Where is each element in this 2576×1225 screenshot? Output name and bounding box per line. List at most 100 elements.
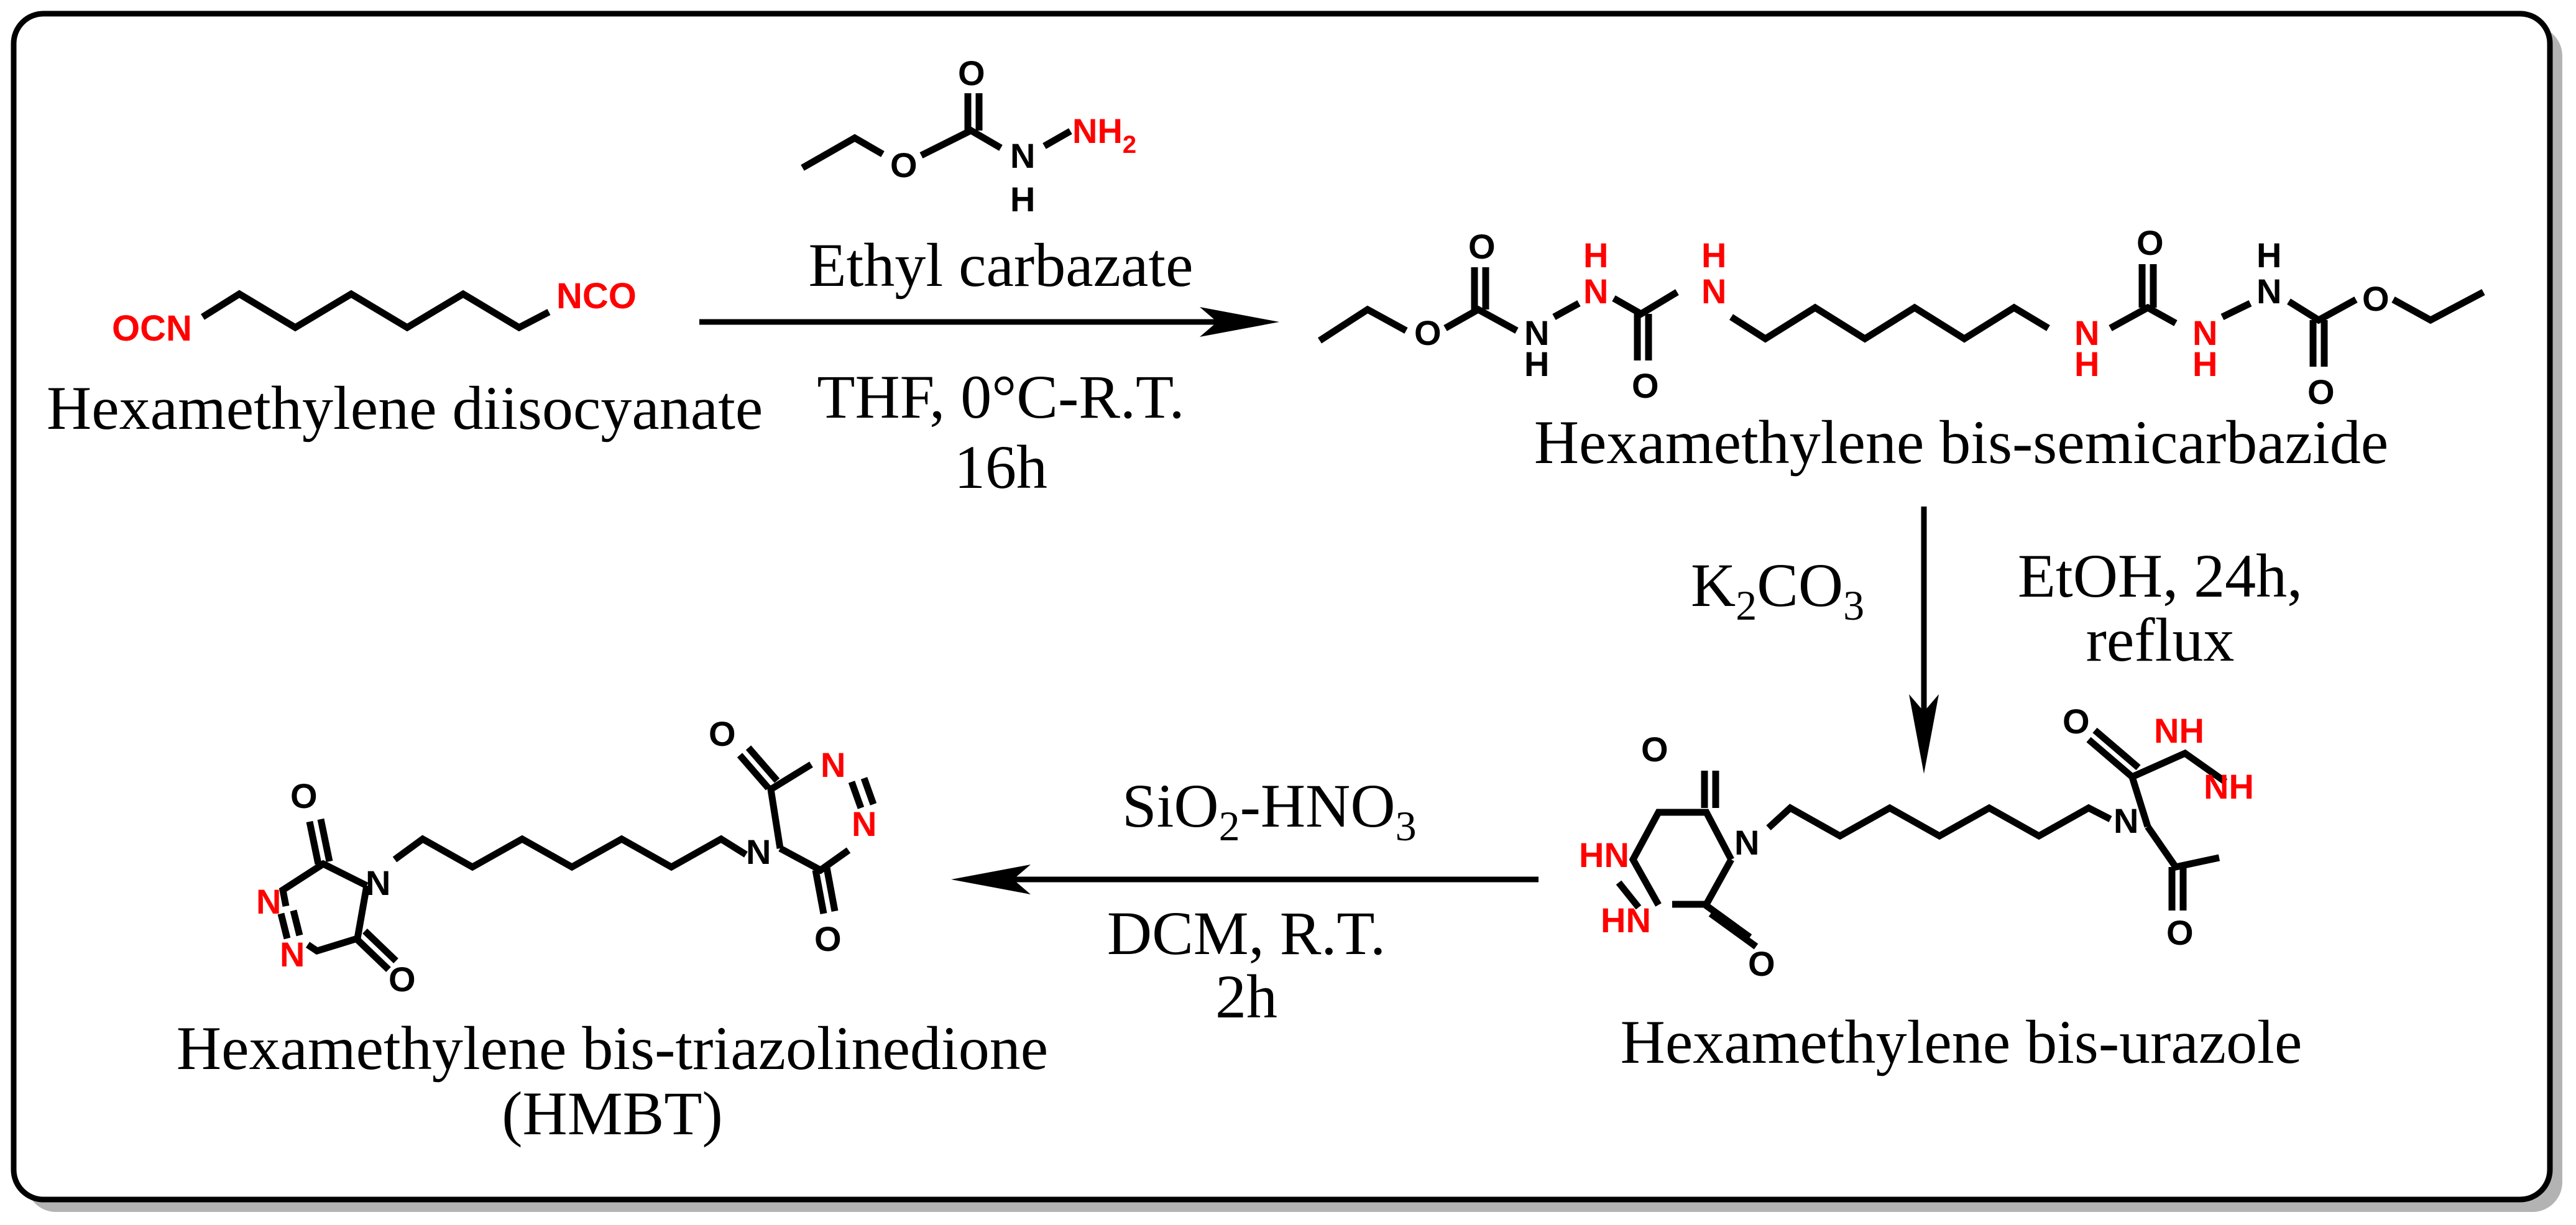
semicarbazide-n-3: N [1701,272,1726,311]
carbazate-n-n-bond [1042,128,1072,149]
semicarbazide-left-ethyl [1318,305,1408,344]
step3-reagent: SiO2-HNO3 [1122,771,1417,850]
hmbt-n-5: N [852,804,876,843]
semicarbazide-o-3: O [1632,366,1659,405]
diisocyanate-hexamethylene-chain [201,290,551,332]
urazole-o-3: O [2063,702,2090,741]
urazole-o-2: O [1748,944,1775,983]
structure-diisocyanate: OCN NCO Hexamethylene diisocyanate [47,276,763,443]
hmbt-abbreviation: (HMBT) [502,1079,723,1148]
hmbt-left-carbonyl-bottom-a [355,937,391,972]
hmbt-left-nn-double-b [290,909,303,937]
hmbt-n-6: N [746,832,771,871]
semicarbazide-n-6: N [2256,272,2281,311]
step1-arrow [699,307,1279,337]
urazole-right-ring [2128,749,2228,828]
semicarbazide-o-5: O [2307,372,2335,411]
semicarbazide-right-n-n [2220,300,2252,320]
semicarbazide-right-ethyl [2391,289,2485,324]
step2-reagent: K2CO3 [1691,551,1864,629]
hmbt-right-nn-double-b [860,777,877,805]
hmbt-o-3: O [709,714,736,753]
hmbt-right-ring-bottom [778,845,851,874]
reagent-name: Ethyl carbazate [808,231,1193,300]
urazole-left-ring-n-n [1616,880,1642,910]
hmbt-n-4: N [821,745,845,784]
structure-ethyl-carbazate: O O N H NH2 Ethyl carbazate [801,53,1194,300]
semicarbazide-h-1: H [1524,344,1549,383]
hmbt-left-ring-bottom [305,885,370,955]
semicarbazide-n-4: N [2074,313,2099,352]
semicarbazide-left-ester [1443,305,1519,334]
urazole-hn-1: HN [1579,835,1629,874]
step2-conditions-line1: EtOH, 24h, [2018,541,2302,610]
urazole-nh-1: NH [2154,711,2204,750]
structure-bis-semicarbazide: O O N H H N O H N N H O N H H N O O Hexa… [1318,223,2485,477]
urazole-right-carbonyl-top-b [2092,727,2141,771]
semicarbazide-h-6: H [2256,236,2281,275]
semicarbazide-n-2: N [1583,272,1608,311]
urazole-name: Hexamethylene bis-urazole [1621,1007,2302,1076]
step1-conditions-line1: THF, 0°C-R.T. [817,362,1184,431]
hmbt-right-ring [766,761,813,849]
diisocyanate-ocn-label: OCN [112,308,192,349]
semicarbazide-h-4: H [2074,344,2099,383]
semicarbazide-o-6: O [2362,279,2390,318]
hmbt-o-1: O [290,776,318,815]
semicarbazide-h-5: H [2192,344,2217,383]
carbazate-n-hydrogen: H [1010,180,1035,219]
hmbt-hexamethylene-chain [392,835,748,871]
hmbt-right-nn-double-a [848,781,865,809]
hmbt-right-carbonyl-bottom-b [823,866,839,912]
urazole-hexamethylene-chain [1766,804,2112,840]
semicarbazide-right-ester [2287,296,2358,324]
hmbt-left-ring [278,860,369,907]
step3-arrow [951,865,1539,894]
semicarbazide-n-5: N [2192,313,2217,352]
urazole-nh-2: NH [2204,767,2254,806]
structure-bis-urazole: O HN HN N O O NH NH N O Hexamethylene bi… [1579,702,2302,1076]
urazole-n-2: N [2114,801,2138,840]
hmbt-o-4: O [814,919,842,958]
urazole-n-1: N [1734,823,1759,862]
hmbt-right-carbonyl-bottom-a [812,869,827,915]
semicarbazide-o-4: O [2137,223,2164,262]
urazole-hn-2: HN [1601,901,1651,940]
urazole-right-carbonyl-top-a [2086,736,2135,780]
semicarbazide-left-urea [1612,289,1679,318]
hmbt-n-2: N [280,935,305,974]
semicarbazide-hexamethylene-chain [1729,303,2050,343]
hmbt-name: Hexamethylene bis-triazolinedione [177,1014,1048,1083]
carbazate-o-carbonyl: O [958,53,985,93]
carbazate-ethyl-bonds [801,134,885,171]
semicarbazide-n-1: N [1524,313,1549,352]
step1-conditions-line2: 16h [954,433,1047,502]
semicarbazide-right-urea [2109,303,2178,331]
hmbt-right-carbonyl-top-b [745,745,780,783]
semicarbazide-h-3: H [1701,236,1726,275]
urazole-o-4: O [2166,913,2194,952]
step3-conditions-line1: DCM, R.T. [1107,899,1386,968]
urazole-left-carbonyl-bottom-b [1708,911,1759,950]
hmbt-left-carbonyl-top-a [306,820,322,865]
hmbt-left-carbonyl-bottom-b [362,929,398,963]
step2-arrow [1909,507,1939,774]
semicarbazide-o-2: O [1414,313,1442,352]
diisocyanate-nco-label: NCO [556,276,637,316]
urazole-left-ring [1629,809,1734,907]
carbazate-n: N [1010,136,1035,175]
hmbt-left-carbonyl-top-b [317,818,333,863]
hmbt-n-3: N [366,863,390,902]
urazole-right-ring-bottom [2145,824,2220,871]
step3-conditions-line2: 2h [1215,962,1277,1031]
urazole-left-carbonyl-bottom-a [1702,901,1752,940]
semicarbazide-h-2: H [1583,236,1608,275]
structure-hmbt: O N N N O O N N N O Hexamethylene bis-tr… [177,714,1048,1148]
carbazate-o-ester: O [890,145,918,185]
step2-conditions-line2: reflux [2086,605,2235,674]
urazole-o-1: O [1641,730,1668,769]
hmbt-right-carbonyl-top-a [737,753,771,791]
carbazate-nh2: NH2 [1072,111,1136,158]
hmbt-o-2: O [389,960,416,999]
